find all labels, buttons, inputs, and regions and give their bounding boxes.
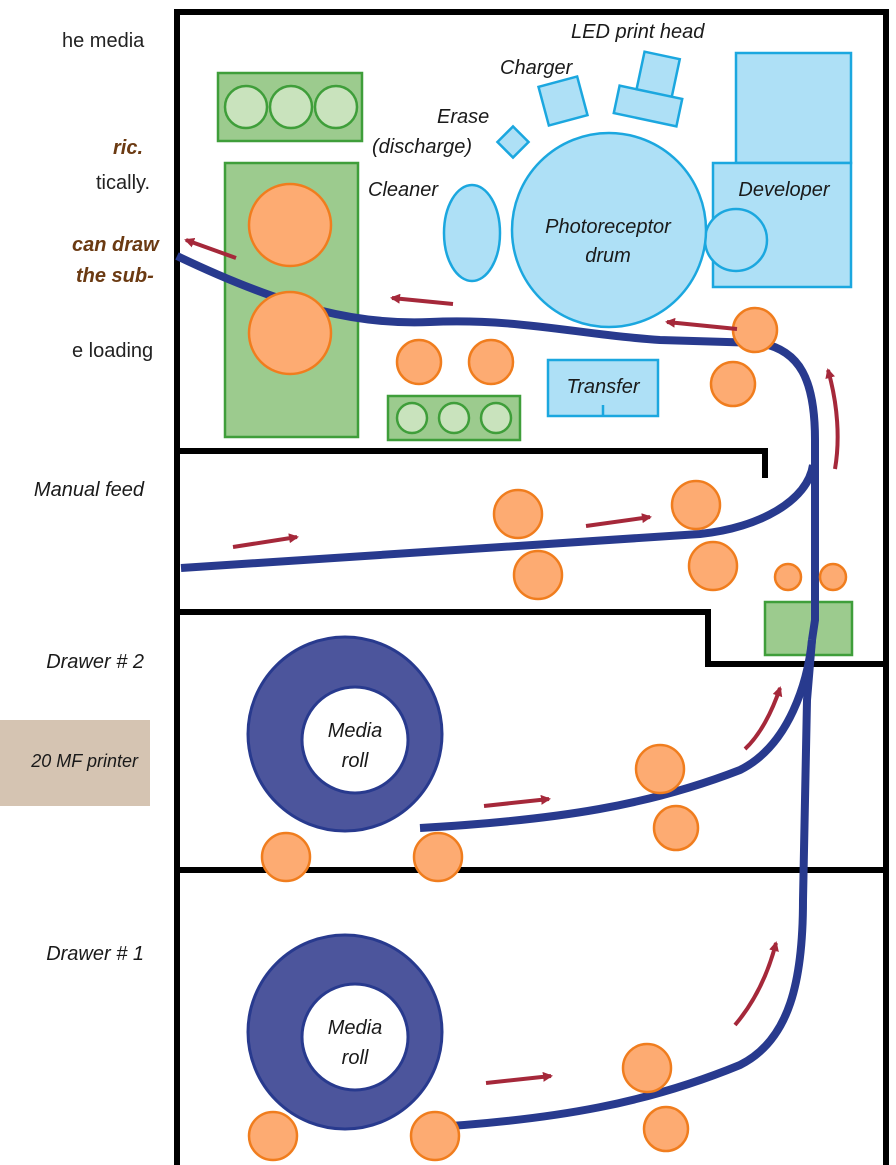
- fuser-small-roller: [313, 84, 359, 130]
- media-roll-label: Media: [328, 720, 382, 742]
- fuser-small-roller: [479, 401, 513, 435]
- arrow-icon: [733, 941, 779, 1027]
- photoreceptor-drum-label: Photoreceptor: [545, 216, 672, 238]
- led-print-head-base: [612, 84, 684, 128]
- feed-roller: [709, 360, 757, 408]
- article-text-line: he media: [62, 30, 145, 52]
- arrow-icon: [232, 533, 299, 549]
- developer-unit: [734, 51, 853, 165]
- media-roll-label-sub: roll: [342, 1047, 369, 1069]
- manual-feed-shelf: [177, 448, 768, 478]
- fuser-small-roller: [437, 401, 471, 435]
- arrow-icon: [665, 317, 738, 331]
- manual-feed-roller: [512, 549, 564, 601]
- drawer-2-roller: [412, 831, 464, 883]
- erase-label: Erase: [437, 106, 489, 128]
- drawer-1-roller: [247, 1110, 299, 1162]
- article-text-emphasis: ric.: [113, 137, 144, 159]
- drawer-2-roller: [260, 831, 312, 883]
- manual-feed-label: Manual feed: [33, 479, 144, 501]
- fuser-roller: [247, 182, 333, 268]
- arrow-icon: [485, 1071, 553, 1085]
- media-roll-core: [300, 982, 410, 1092]
- drawer-2-label: Drawer # 2: [46, 651, 144, 673]
- arrow-icon: [483, 794, 551, 808]
- article-text-emphasis: can draw: [72, 234, 159, 256]
- drawer-1-roller: [642, 1105, 690, 1153]
- erase-label-sub: (discharge): [372, 136, 472, 158]
- drawer-1-roller: [409, 1110, 461, 1162]
- charger: [536, 74, 590, 128]
- drawer-1-label: Drawer # 1: [46, 943, 144, 965]
- arrow-icon: [825, 368, 840, 470]
- fuser-small-roller: [395, 401, 429, 435]
- manual-feed-roller: [492, 488, 544, 540]
- cleaner: [442, 183, 502, 283]
- arrow-icon: [743, 686, 783, 751]
- article-text-emphasis: the sub-: [76, 265, 154, 287]
- paper-path-manual-feed: [180, 464, 817, 572]
- fuser-roller: [247, 290, 333, 376]
- drawer-1-roller: [621, 1042, 673, 1094]
- erase-lamp: [495, 124, 531, 160]
- drawer-2-top: [177, 609, 886, 667]
- photoreceptor-drum: [510, 131, 708, 329]
- article-text-line: tically.: [96, 172, 151, 194]
- fuser-small-roller: [223, 84, 269, 130]
- printer-frame: [174, 9, 889, 1165]
- drawer-2-roller: [634, 743, 686, 795]
- paper-path-drawer-1: [419, 639, 816, 1132]
- manual-feed-roller: [670, 479, 722, 531]
- developer-label: Developer: [738, 179, 831, 201]
- arrow-icon: [184, 238, 237, 260]
- feed-roller: [731, 306, 779, 354]
- output-roller: [395, 338, 443, 386]
- caption-text: 20 MF printer: [31, 751, 138, 771]
- caption-box: 20 MF printer: [0, 720, 150, 806]
- paper-path-drawer-2: [419, 639, 816, 832]
- media-roll-core: [300, 685, 410, 795]
- media-roll-label: Media: [328, 1017, 382, 1039]
- output-roller: [467, 338, 515, 386]
- arrow-icon: [390, 293, 454, 306]
- cleaner-label: Cleaner: [368, 179, 439, 201]
- article-text-line: e loading: [72, 340, 154, 362]
- registration-roller: [773, 562, 803, 592]
- registration-roller: [818, 562, 848, 592]
- transfer-label: Transfer: [567, 376, 641, 398]
- manual-feed-roller: [687, 540, 739, 592]
- led-print-head-label: LED print head: [571, 21, 705, 43]
- arrow-icon: [585, 513, 652, 528]
- photoreceptor-drum-label-sub: drum: [585, 245, 631, 267]
- media-roll-label-sub: roll: [342, 750, 369, 772]
- developer-roller: [703, 207, 769, 273]
- fuser-small-roller: [268, 84, 314, 130]
- roller-group: [247, 182, 848, 1162]
- drawer-2-roller: [652, 804, 700, 852]
- charger-label: Charger: [500, 57, 574, 79]
- arrow-group: [184, 238, 840, 1085]
